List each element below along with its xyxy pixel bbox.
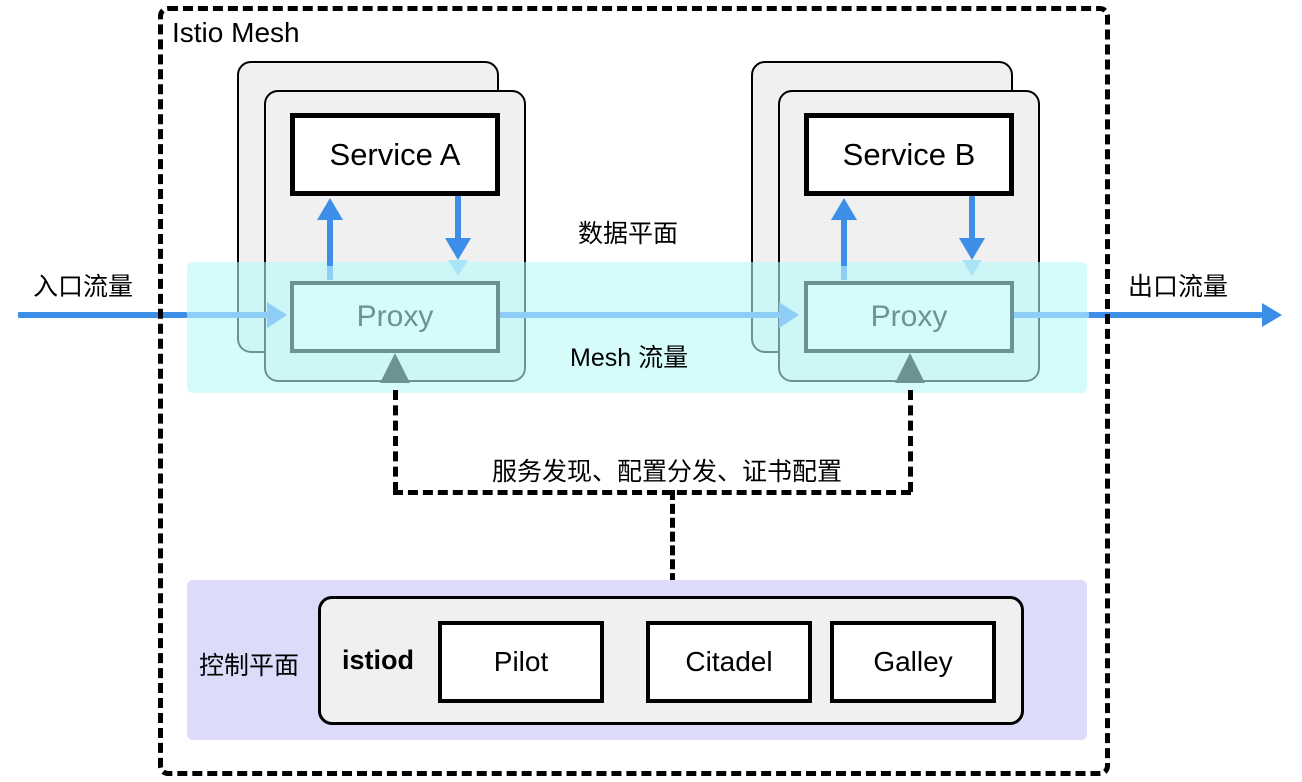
config-to-proxy-a-arrowhead-icon [380,353,410,383]
config-bus-line [393,490,911,495]
istio-mesh-title: Istio Mesh [172,17,300,48]
control-plane-component-galley[interactable]: Galley [830,621,996,703]
config-to-proxy-b-arrowhead-icon [895,353,925,383]
mesh-traffic-arrowhead-icon [779,302,799,328]
egress-arrowhead-icon [1262,303,1282,327]
control-plane-label: 控制平面 [199,652,300,680]
proxy-to-service-a-line-fade [327,262,333,280]
config-stem-istiod [670,490,675,597]
config-stem-proxy-b [908,390,913,492]
service-b-box: Service B [804,113,1014,196]
proxy-to-service-b-arrowhead-icon [831,198,857,220]
proxy-to-service-a-arrowhead-icon [317,198,343,220]
config-stem-proxy-a [393,390,398,492]
proxy-to-service-a-line [327,218,333,266]
ingress-mesh-line [187,312,277,318]
service-a-to-proxy-arrowhead-fade-icon [448,260,468,276]
control-plane-component-citadel[interactable]: Citadel [646,621,812,703]
data-plane-label: 数据平面 [578,220,679,248]
proxy-b-box: Proxy [804,281,1014,353]
service-a-to-proxy-line [455,196,461,254]
mesh-traffic-line [499,312,787,318]
ingress-traffic-label: 入口流量 [33,273,134,301]
service-b-to-proxy-arrowhead-fade-icon [962,260,982,276]
egress-traffic-label: 出口流量 [1128,273,1229,301]
proxy-to-service-b-line-fade [841,262,847,280]
control-plane-component-pilot[interactable]: Pilot [438,621,604,703]
service-b-to-proxy-line [969,196,975,254]
config-description-label: 服务发现、配置分发、证书配置 [486,452,849,488]
service-a-to-proxy-arrowhead-icon [445,238,471,260]
ingress-proxy-arrowhead-icon [267,302,287,328]
egress-mesh-line [1013,312,1089,318]
service-a-box: Service A [290,113,500,196]
service-b-to-proxy-arrowhead-icon [959,238,985,260]
istio-mesh-boundary [158,6,1110,776]
ingress-traffic-line [18,312,187,318]
proxy-a-box: Proxy [290,281,500,353]
istiod-label: istiod [342,645,414,675]
proxy-to-service-b-line [841,218,847,266]
mesh-traffic-label: Mesh 流量 [570,344,689,372]
egress-traffic-line [1087,312,1262,318]
